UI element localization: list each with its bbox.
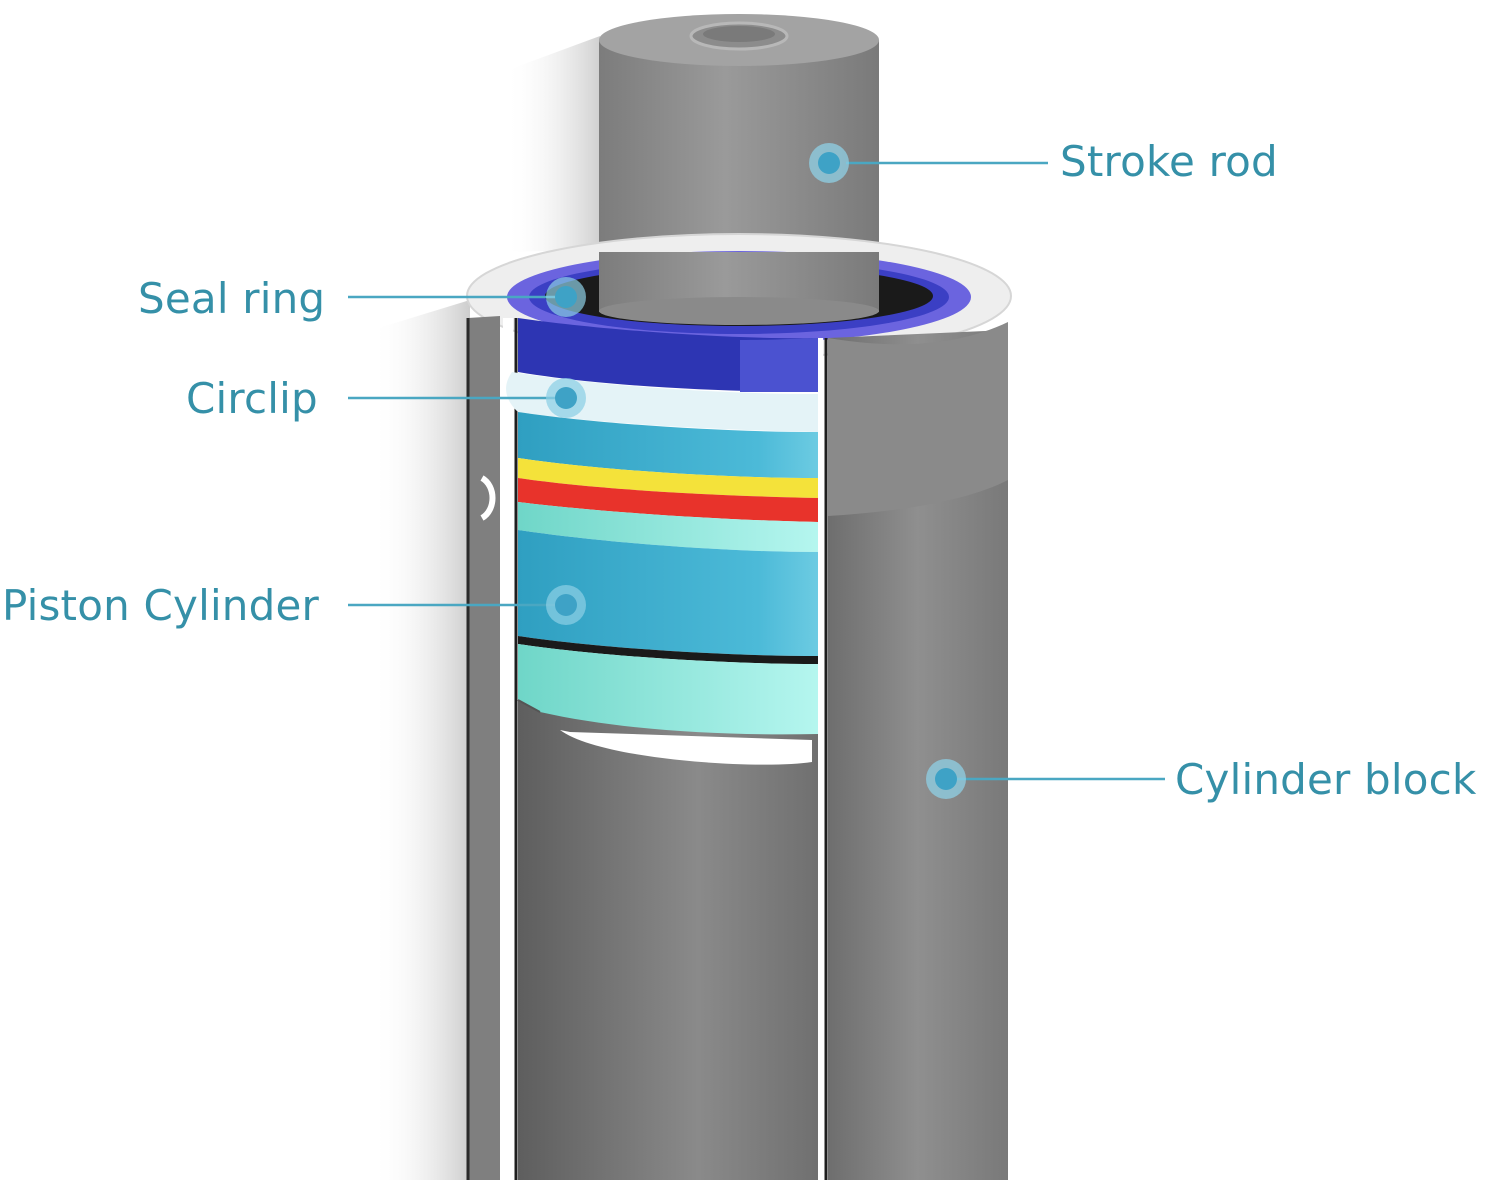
inner-bore: [518, 700, 818, 1180]
cast-shadow-body: [372, 300, 470, 1180]
marker-circlip: [546, 378, 586, 418]
piston-main-body: [518, 530, 818, 656]
callout-markers: [546, 143, 966, 799]
circlip-band: [506, 372, 818, 432]
cylinder-block-label: Cylinder block: [1175, 755, 1477, 804]
marker-stroke-rod: [809, 143, 849, 183]
cylinder-block-left-wall: [468, 316, 500, 1180]
yellow-band: [518, 458, 818, 498]
aqua-band: [518, 502, 818, 552]
cylinder-block-right-shell: [828, 330, 1008, 1180]
leader-lines: [348, 161, 1165, 781]
circlip-label: Circlip: [186, 374, 318, 423]
stroke-rod-label: Stroke rod: [1060, 137, 1278, 186]
piston-cylinder-label: Piston Cylinder: [2, 581, 319, 630]
piston-upper-band: [518, 412, 818, 478]
seal-ring-label: Seal ring: [138, 274, 326, 323]
cast-shadow-rod: [505, 36, 600, 252]
red-band: [518, 478, 818, 522]
marker-seal-ring: [546, 277, 586, 317]
marker-cylinder-block: [926, 759, 966, 799]
marker-piston-cylinder: [546, 585, 586, 625]
piston-lower-ring: [518, 644, 818, 735]
